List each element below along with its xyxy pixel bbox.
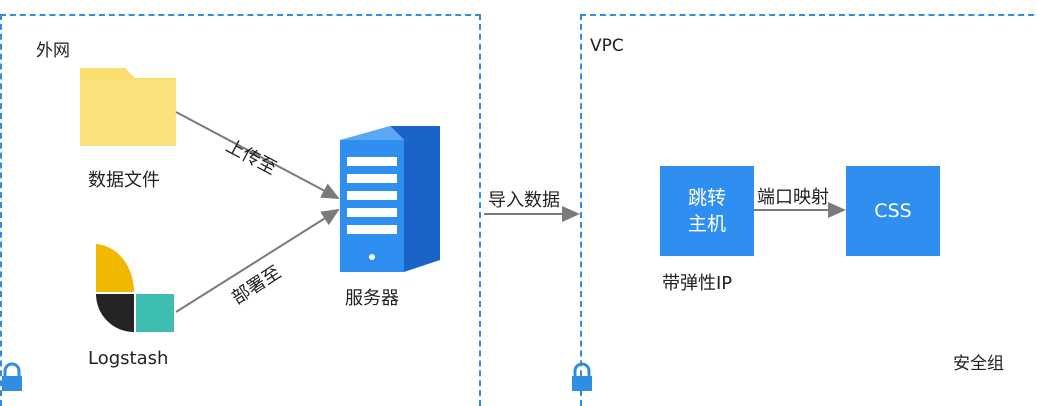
- external-network-label: 外网: [36, 41, 70, 61]
- logstash-logo: [96, 244, 174, 332]
- vpc-label: VPC: [590, 36, 624, 56]
- jump-host-box: 跳转 主机: [660, 166, 754, 256]
- logstash-label: Logstash: [88, 348, 169, 369]
- folder-icon: [80, 68, 176, 146]
- jump-host-label-line1: 跳转: [687, 187, 726, 209]
- upload-arrow: [175, 111, 340, 199]
- css-box: CSS: [846, 166, 940, 256]
- lock-icons: [2, 362, 592, 391]
- elastic-ip-label: 带弹性IP: [662, 273, 733, 294]
- server-label: 服务器: [345, 288, 399, 309]
- import-label: 导入数据: [488, 190, 560, 211]
- vpc-zone: [580, 14, 1037, 406]
- deploy-arrow: [175, 208, 340, 313]
- lock-icon: [572, 362, 592, 391]
- server-icon: [340, 126, 440, 272]
- arrows: [175, 111, 846, 313]
- data-file-label: 数据文件: [88, 170, 160, 191]
- jump-host-label-line2: 主机: [687, 213, 726, 235]
- lock-icon: [2, 362, 22, 391]
- external-network-zone: [0, 14, 481, 406]
- security-group-label: 安全组: [953, 354, 1004, 374]
- css-label: CSS: [874, 200, 912, 222]
- port-mapping-label: 端口映射: [757, 187, 829, 208]
